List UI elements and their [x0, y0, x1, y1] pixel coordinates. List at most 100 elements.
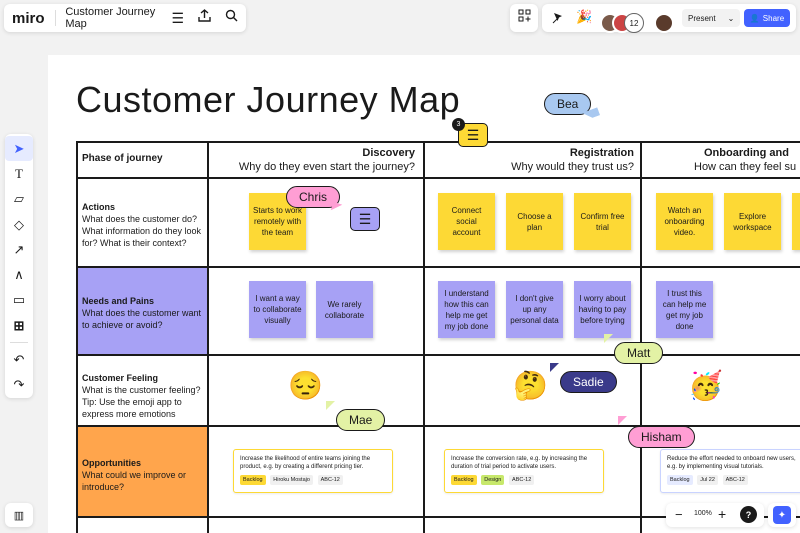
zoom-in-button[interactable]: +: [718, 506, 727, 522]
sticky-note[interactable]: I don't give up any personal data: [506, 281, 563, 338]
board-title: Customer Journey Map: [76, 79, 461, 120]
divider: [10, 342, 28, 344]
help-button[interactable]: ?: [740, 506, 757, 523]
sticky-note[interactable]: Choose a plan: [506, 193, 563, 250]
user-avatar[interactable]: [654, 13, 674, 33]
sticky-note[interactable]: We rarely collaborate: [316, 281, 373, 338]
apps-panel: [510, 4, 538, 32]
sticky-note[interactable]: Confirm free trial: [574, 193, 631, 250]
phase-question: Why do they even start the journey?: [238, 161, 415, 173]
sad-emoji[interactable]: 😔: [288, 370, 323, 401]
board-name[interactable]: Customer Journey Map: [65, 6, 156, 30]
cursor-label-chris: Chris: [286, 186, 341, 208]
row-label-needs: Needs and Pains What does the customer w…: [82, 295, 202, 331]
thinking-emoji[interactable]: 🤔: [513, 370, 548, 401]
opportunity-card[interactable]: Reduce the effort needed to onboard new …: [660, 449, 800, 493]
upload-icon[interactable]: [198, 9, 211, 27]
grid-line: [640, 141, 642, 533]
status-badge: Backlog: [451, 475, 477, 485]
row-label-feeling: Customer Feeling What is the customer fe…: [82, 372, 202, 420]
row-desc: What could we improve or introduce?: [82, 470, 187, 492]
opportunity-card[interactable]: Increase the likelihood of entire teams …: [233, 449, 393, 493]
row-title: Actions: [82, 202, 116, 212]
zoom-level[interactable]: 100%: [694, 510, 712, 517]
row-desc: What does the customer want to achieve o…: [82, 308, 202, 330]
grid-line: [76, 141, 800, 143]
more-tools-icon[interactable]: ⊞: [13, 317, 25, 333]
sticky-note[interactable]: Connect social account: [438, 193, 495, 250]
cursor-label-mae: Mae: [336, 409, 386, 431]
pen-icon[interactable]: ∧: [14, 267, 24, 283]
share-label: Share: [762, 13, 785, 23]
text-tool-icon[interactable]: T: [15, 165, 23, 181]
grid-line: [207, 141, 209, 533]
present-label: Present: [688, 13, 716, 23]
connector-icon[interactable]: ↗: [13, 241, 25, 257]
assistant-panel: ✦: [768, 503, 796, 527]
panel-toggle: ▥: [5, 503, 33, 527]
phase-question: Why would they trust us?: [511, 161, 634, 173]
sticky-note[interactable]: Explore workspace: [724, 193, 781, 250]
assignee-badge: Hiroku Mostajo: [270, 475, 313, 485]
cursor-arrow-icon: [618, 416, 627, 425]
phase-discovery: Discovery Why do they even start the jou…: [213, 146, 415, 174]
sticky-note[interactable]: I worry about having to pay before tryin…: [574, 281, 631, 338]
avatar-count[interactable]: 12: [624, 13, 644, 33]
row-desc: What does the customer do? What informat…: [82, 214, 202, 248]
cursor-label-hisham: Hisham: [628, 426, 695, 448]
cursor-arrow-icon: [326, 401, 335, 410]
top-left-panel: miro Customer Journey Map ☰: [4, 4, 246, 32]
sticky-note[interactable]: I trust this can help me get my job done: [656, 281, 713, 338]
select-tool-icon[interactable]: ➤: [5, 136, 33, 162]
cursor-label-bea: Bea: [544, 93, 592, 115]
row-title: Opportunities: [82, 458, 141, 468]
phase-registration: Registration Why would they trust us?: [428, 146, 634, 174]
grid-line: [76, 425, 800, 427]
date-badge: Jul 22: [697, 475, 718, 485]
celebrate-icon[interactable]: 🎉: [576, 9, 593, 24]
miro-logo[interactable]: miro: [12, 9, 45, 27]
apps-icon[interactable]: [518, 9, 531, 27]
card-text: Increase the likelihood of entire teams …: [240, 456, 371, 470]
sidebar-toggle-icon[interactable]: ▥: [13, 509, 25, 522]
comment-icon[interactable]: ▭: [12, 292, 26, 308]
redo-icon[interactable]: ↷: [13, 377, 25, 393]
row-desc: What is the customer feeling? Tip: Use t…: [82, 385, 201, 419]
opportunities-label-bg: [76, 426, 207, 516]
divider: [54, 10, 56, 26]
board-canvas[interactable]: Customer Journey Map Phase of journey Di…: [48, 55, 800, 533]
comment-lines-icon: ☰: [358, 210, 372, 227]
row-title: Customer Feeling: [82, 373, 159, 383]
user-icon: 👤: [749, 13, 760, 23]
zoom-out-button[interactable]: −: [675, 507, 683, 522]
row-label-opportunities: Opportunities What could we improve or i…: [82, 457, 202, 493]
menu-icon[interactable]: ☰: [171, 9, 184, 26]
opportunity-card[interactable]: Increase the conversion rate, e.g. by in…: [444, 449, 604, 493]
sticky-note[interactable]: I understand how this can help me get my…: [438, 281, 495, 338]
card-text: Increase the conversion rate, e.g. by in…: [451, 456, 588, 470]
status-badge: Backlog: [240, 475, 266, 485]
comment-bubble[interactable]: ☰: [350, 207, 380, 231]
chevron-down-icon: ⌄: [727, 13, 735, 23]
sticky-note-partial[interactable]: [792, 193, 800, 250]
phase-name: Registration: [569, 147, 634, 159]
cursor-label-sadie: Sadie: [560, 371, 617, 393]
sticky-note-icon[interactable]: ▱: [14, 191, 24, 207]
search-icon[interactable]: [225, 9, 238, 27]
cursor-arrow-icon: [604, 334, 613, 343]
sparkle-icon[interactable]: ✦: [773, 506, 791, 524]
category-badge: Design: [481, 475, 505, 485]
phase-onboarding: Onboarding and How can they feel su: [646, 146, 800, 174]
phase-header-label: Phase of journey: [82, 153, 163, 164]
share-button[interactable]: 👤 Share: [744, 9, 790, 27]
grid-line: [423, 141, 425, 533]
party-emoji[interactable]: 🥳: [688, 370, 723, 401]
undo-icon[interactable]: ↶: [13, 351, 25, 367]
shapes-icon[interactable]: ◇: [14, 216, 24, 232]
sticky-note[interactable]: Watch an onboarding video.: [656, 193, 713, 250]
issue-badge: ABC-12: [509, 475, 535, 485]
cursor-icon[interactable]: [552, 11, 565, 29]
cursor-arrow-icon: [330, 201, 343, 214]
sticky-note[interactable]: I want a way to collaborate visually: [249, 281, 306, 338]
present-button[interactable]: Present ⌄: [682, 9, 740, 27]
